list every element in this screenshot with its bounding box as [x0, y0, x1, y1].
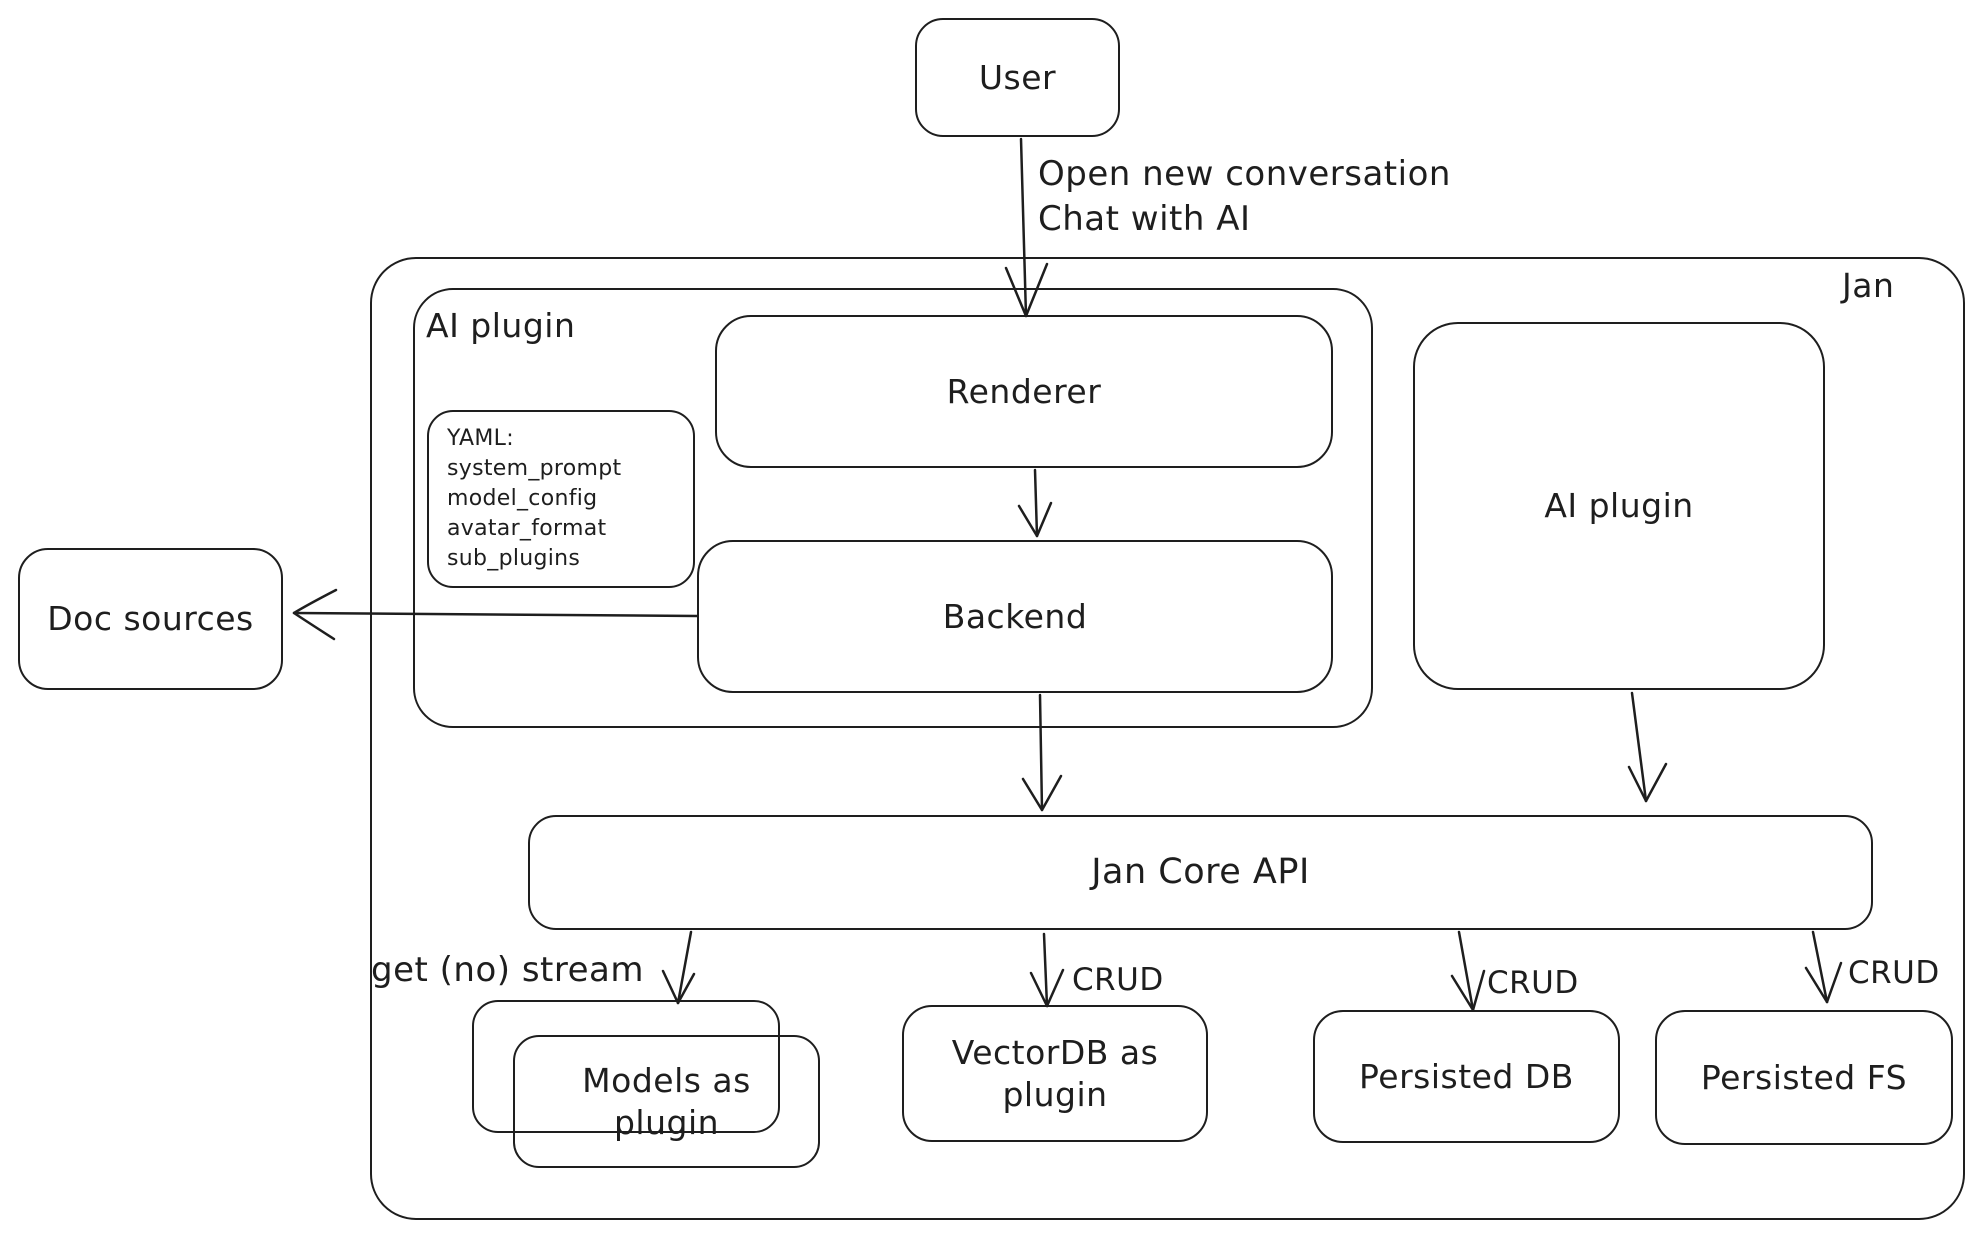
persisted-fs-box: Persisted FS [1655, 1010, 1953, 1145]
persisted-fs-label: Persisted FS [1700, 1057, 1908, 1097]
renderer-box: Renderer [715, 315, 1333, 468]
ai-plugin-left-box [413, 288, 1373, 728]
edge-label-get-no-stream: get (no) stream [371, 950, 644, 990]
jan-box [370, 257, 1965, 1220]
models-box: Models as plugin [513, 1035, 820, 1168]
models-label-line1: Models as [582, 1061, 751, 1101]
doc-sources-label: Doc sources [47, 599, 254, 639]
edge-label-crud-persisted-fs: CRUD [1848, 955, 1940, 991]
edge-label-crud-persisted-db: CRUD [1487, 965, 1579, 1001]
models-label-line2: plugin [613, 1102, 720, 1142]
persisted-db-label: Persisted DB [1359, 1056, 1574, 1096]
yaml-line: avatar_format [447, 516, 607, 541]
persisted-db-box: Persisted DB [1313, 1010, 1620, 1143]
vectordb-label-line2: plugin [1002, 1074, 1108, 1114]
doc-sources-box: Doc sources [18, 548, 283, 690]
jan-label: Jan [1842, 266, 1895, 305]
jan-core-api-label: Jan Core API [1091, 851, 1310, 892]
edge-label-open-conversation: Open new conversation Chat with AI [1038, 152, 1451, 242]
vectordb-box: VectorDB as plugin [902, 1005, 1208, 1142]
user-box: User [915, 18, 1120, 137]
backend-box: Backend [697, 540, 1333, 693]
ai-plugin-left-label: AI plugin [426, 306, 576, 345]
models-outer-box [472, 1000, 780, 1133]
ai-plugin-right-box: AI plugin [1413, 322, 1825, 690]
yaml-line: system_prompt [447, 456, 622, 481]
edge-label-open-line2: Chat with AI [1038, 198, 1251, 239]
yaml-line: sub_plugins [447, 546, 581, 571]
renderer-label: Renderer [946, 371, 1102, 411]
vectordb-label-line1: VectorDB as [951, 1033, 1159, 1073]
yaml-text: YAML: system_prompt model_config avatar_… [447, 424, 621, 574]
models-label: Models as plugin [582, 1060, 751, 1143]
backend-label: Backend [942, 596, 1088, 636]
yaml-line: model_config [447, 486, 598, 511]
user-label: User [978, 57, 1057, 97]
yaml-line: YAML: [447, 426, 514, 451]
edge-label-open-line1: Open new conversation [1038, 154, 1451, 194]
jan-core-api-box: Jan Core API [528, 815, 1873, 930]
yaml-note-box: YAML: system_prompt model_config avatar_… [427, 410, 695, 588]
vectordb-label: VectorDB as plugin [952, 1032, 1159, 1115]
edge-label-crud-vectordb: CRUD [1072, 962, 1164, 998]
ai-plugin-right-label: AI plugin [1544, 486, 1694, 526]
